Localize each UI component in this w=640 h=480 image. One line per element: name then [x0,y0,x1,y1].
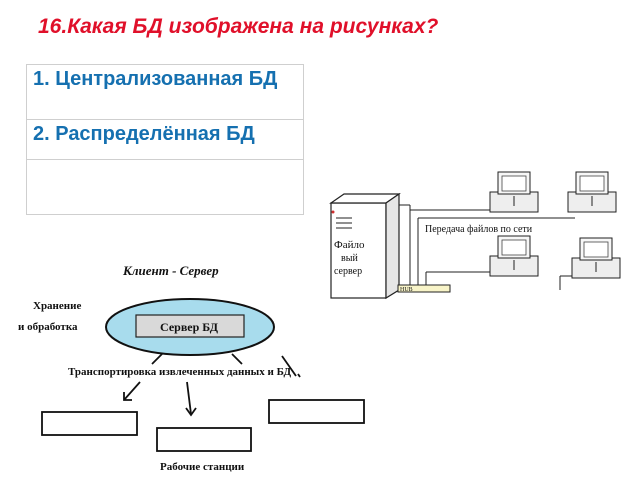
file-server-label-2: вый [341,253,358,264]
workstation-computer-1 [489,171,539,213]
answer-option-2-label: 2. Распределённая БД [33,123,255,145]
answer-option-2[interactable]: 2. Распределённая БД [26,119,304,215]
file-server-label-1: Файло [334,239,365,251]
workstation-computer-3 [489,235,539,277]
storage-label-line1: Хранение [33,300,81,312]
db-server-label: Сервер БД [160,320,219,334]
question-title: 16.Какая БД изображена на рисунках? [38,15,439,38]
transport-arrows [123,353,301,417]
workstation-box-1 [41,411,138,436]
transport-label: Транспортировка извлеченных данных и БД [68,366,291,378]
answer-option-1-label: 1. Централизованная БД [33,68,278,90]
network-transfer-label: Передача файлов по сети [425,224,533,235]
hub-label: HUB [400,287,413,293]
workstation-box-3 [268,399,365,424]
workstation-computer-4 [571,237,621,279]
answer-option-1[interactable]: 1. Централизованная БД [26,64,304,160]
hub-device [397,284,451,293]
file-server-label-3: сервер [334,266,362,277]
storage-label-line2: и обработка [18,321,78,333]
workstations-label: Рабочие станции [160,461,245,473]
db-server-box [135,314,245,338]
file-server-tower [329,192,401,300]
network-lines [399,204,575,290]
client-server-heading: Клиент - Сервер [122,263,219,278]
workstation-computer-2 [567,171,617,213]
workstation-box-2 [156,427,252,452]
